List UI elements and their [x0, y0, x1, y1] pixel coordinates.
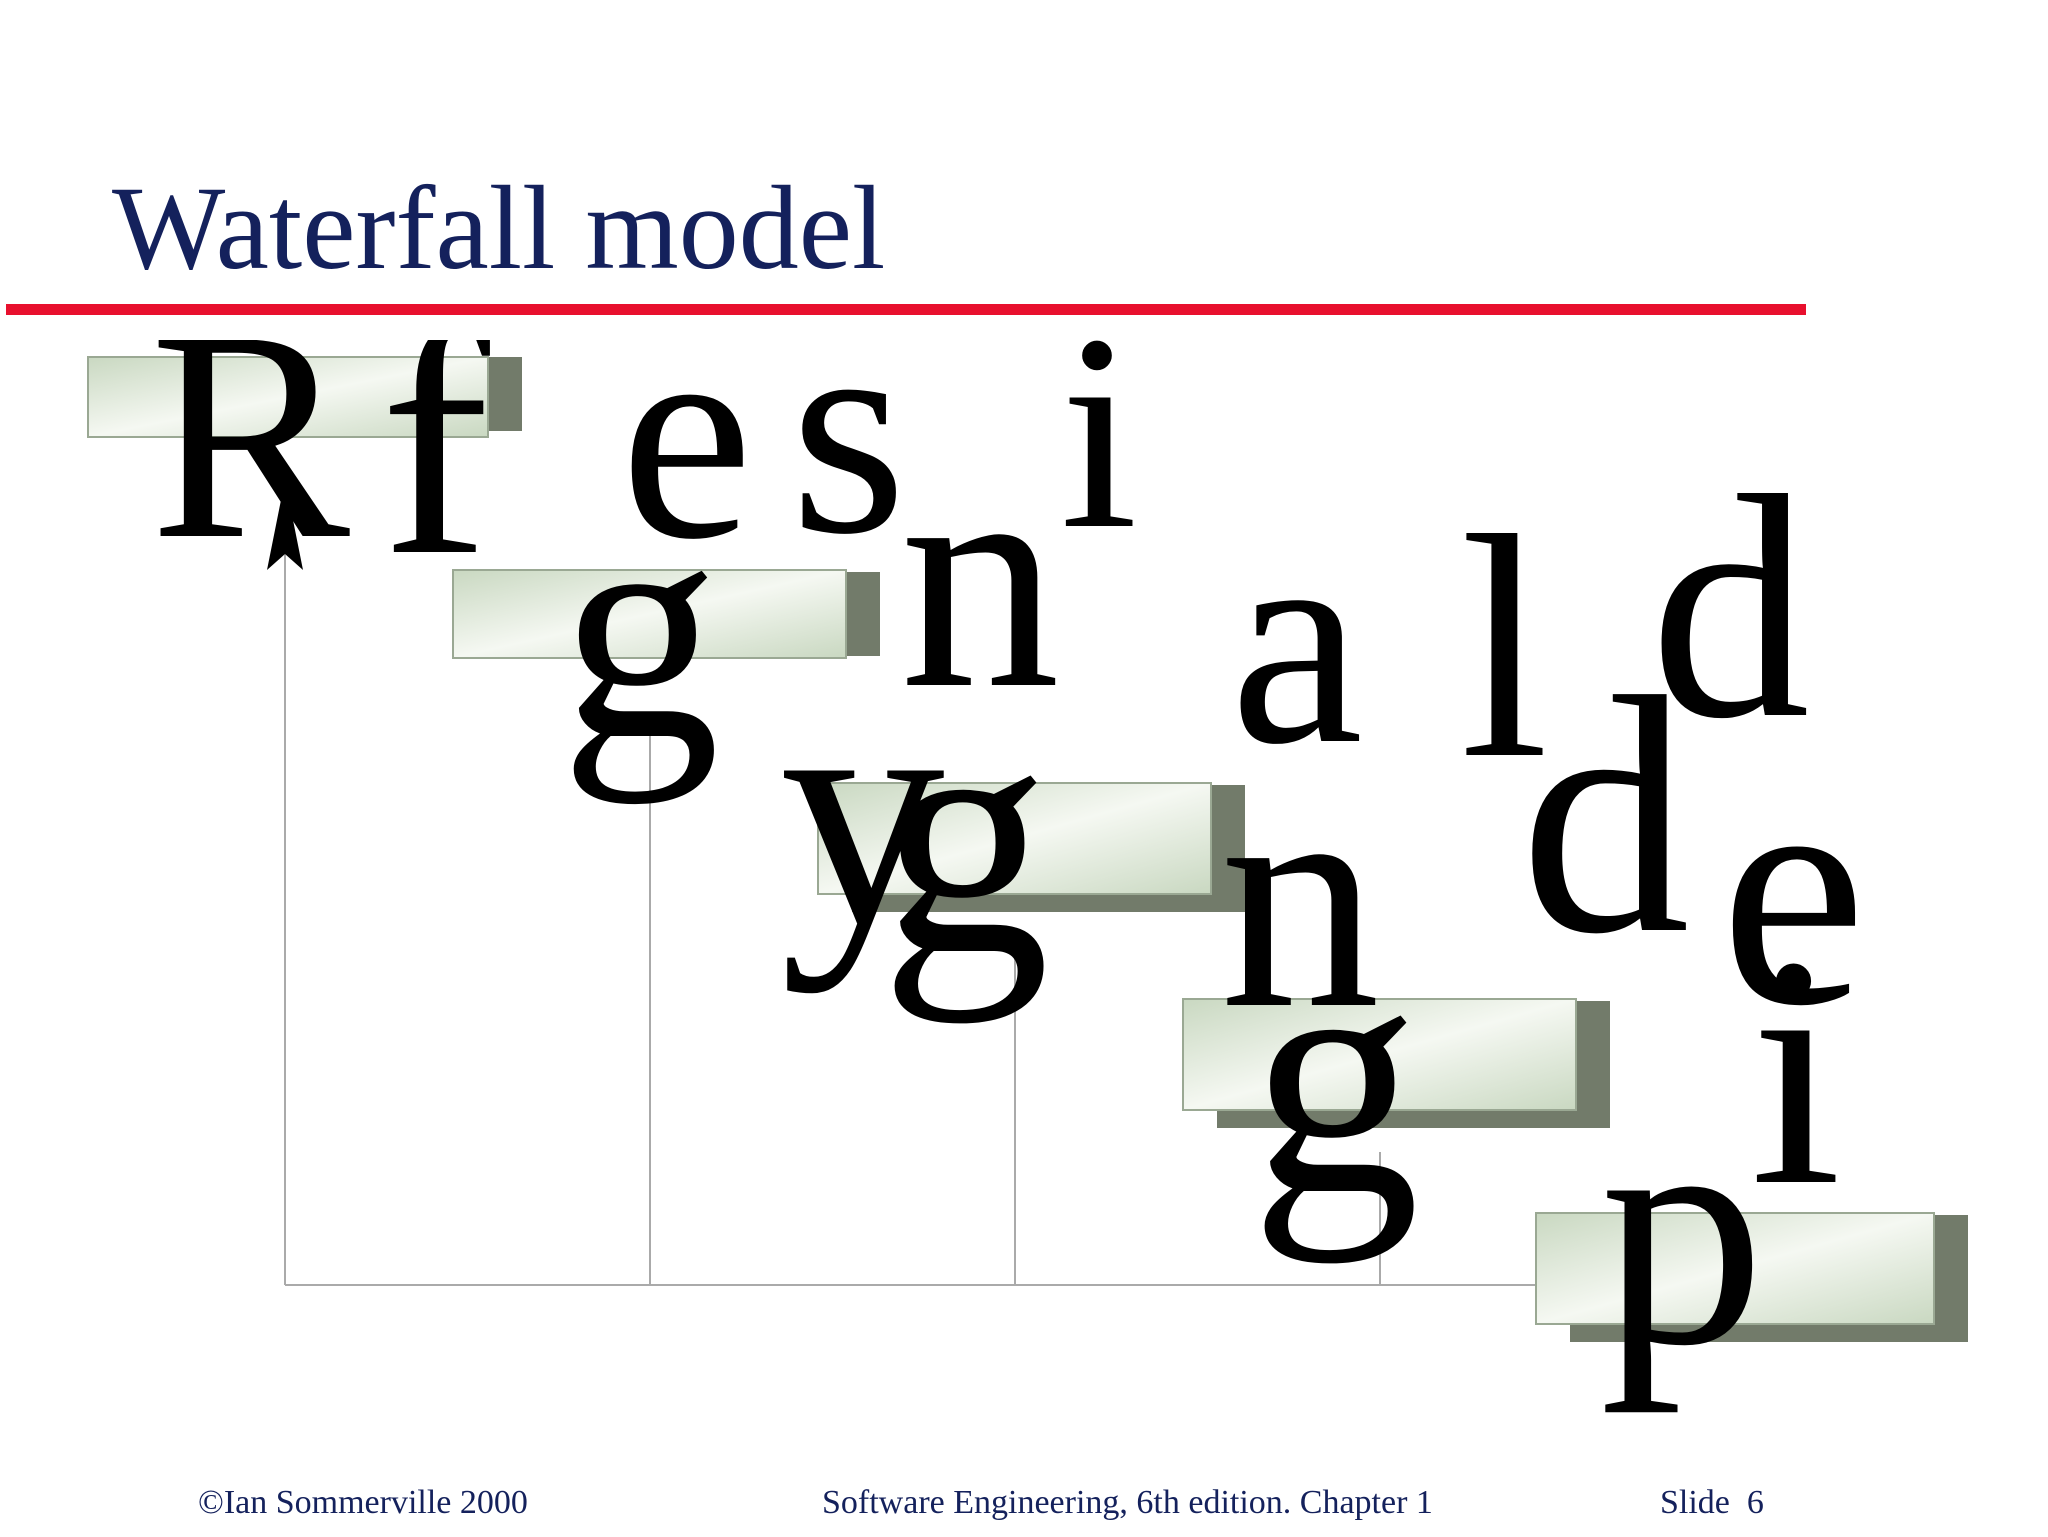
- stage-box-1: [87, 356, 522, 438]
- stage-box-3: [817, 782, 1245, 912]
- waterfall-diagram: R f e s i g n d a y g l d n g e i p: [0, 340, 2048, 1440]
- footer-slide-number: Slide 6: [1660, 1484, 1764, 1521]
- feedback-lines: [284, 500, 1545, 1286]
- arrowhead-icon: [267, 480, 303, 570]
- stage-box-2: [452, 569, 880, 659]
- stage-box-4: [1182, 998, 1610, 1128]
- slide-title: Waterfall model: [112, 161, 886, 294]
- footer-copyright: ©Ian Sommerville 2000: [198, 1484, 528, 1521]
- title-rule: [6, 304, 1806, 315]
- footer-book-title: Software Engineering, 6th edition. Chapt…: [822, 1484, 1433, 1521]
- stage-box-5: [1535, 1212, 1968, 1342]
